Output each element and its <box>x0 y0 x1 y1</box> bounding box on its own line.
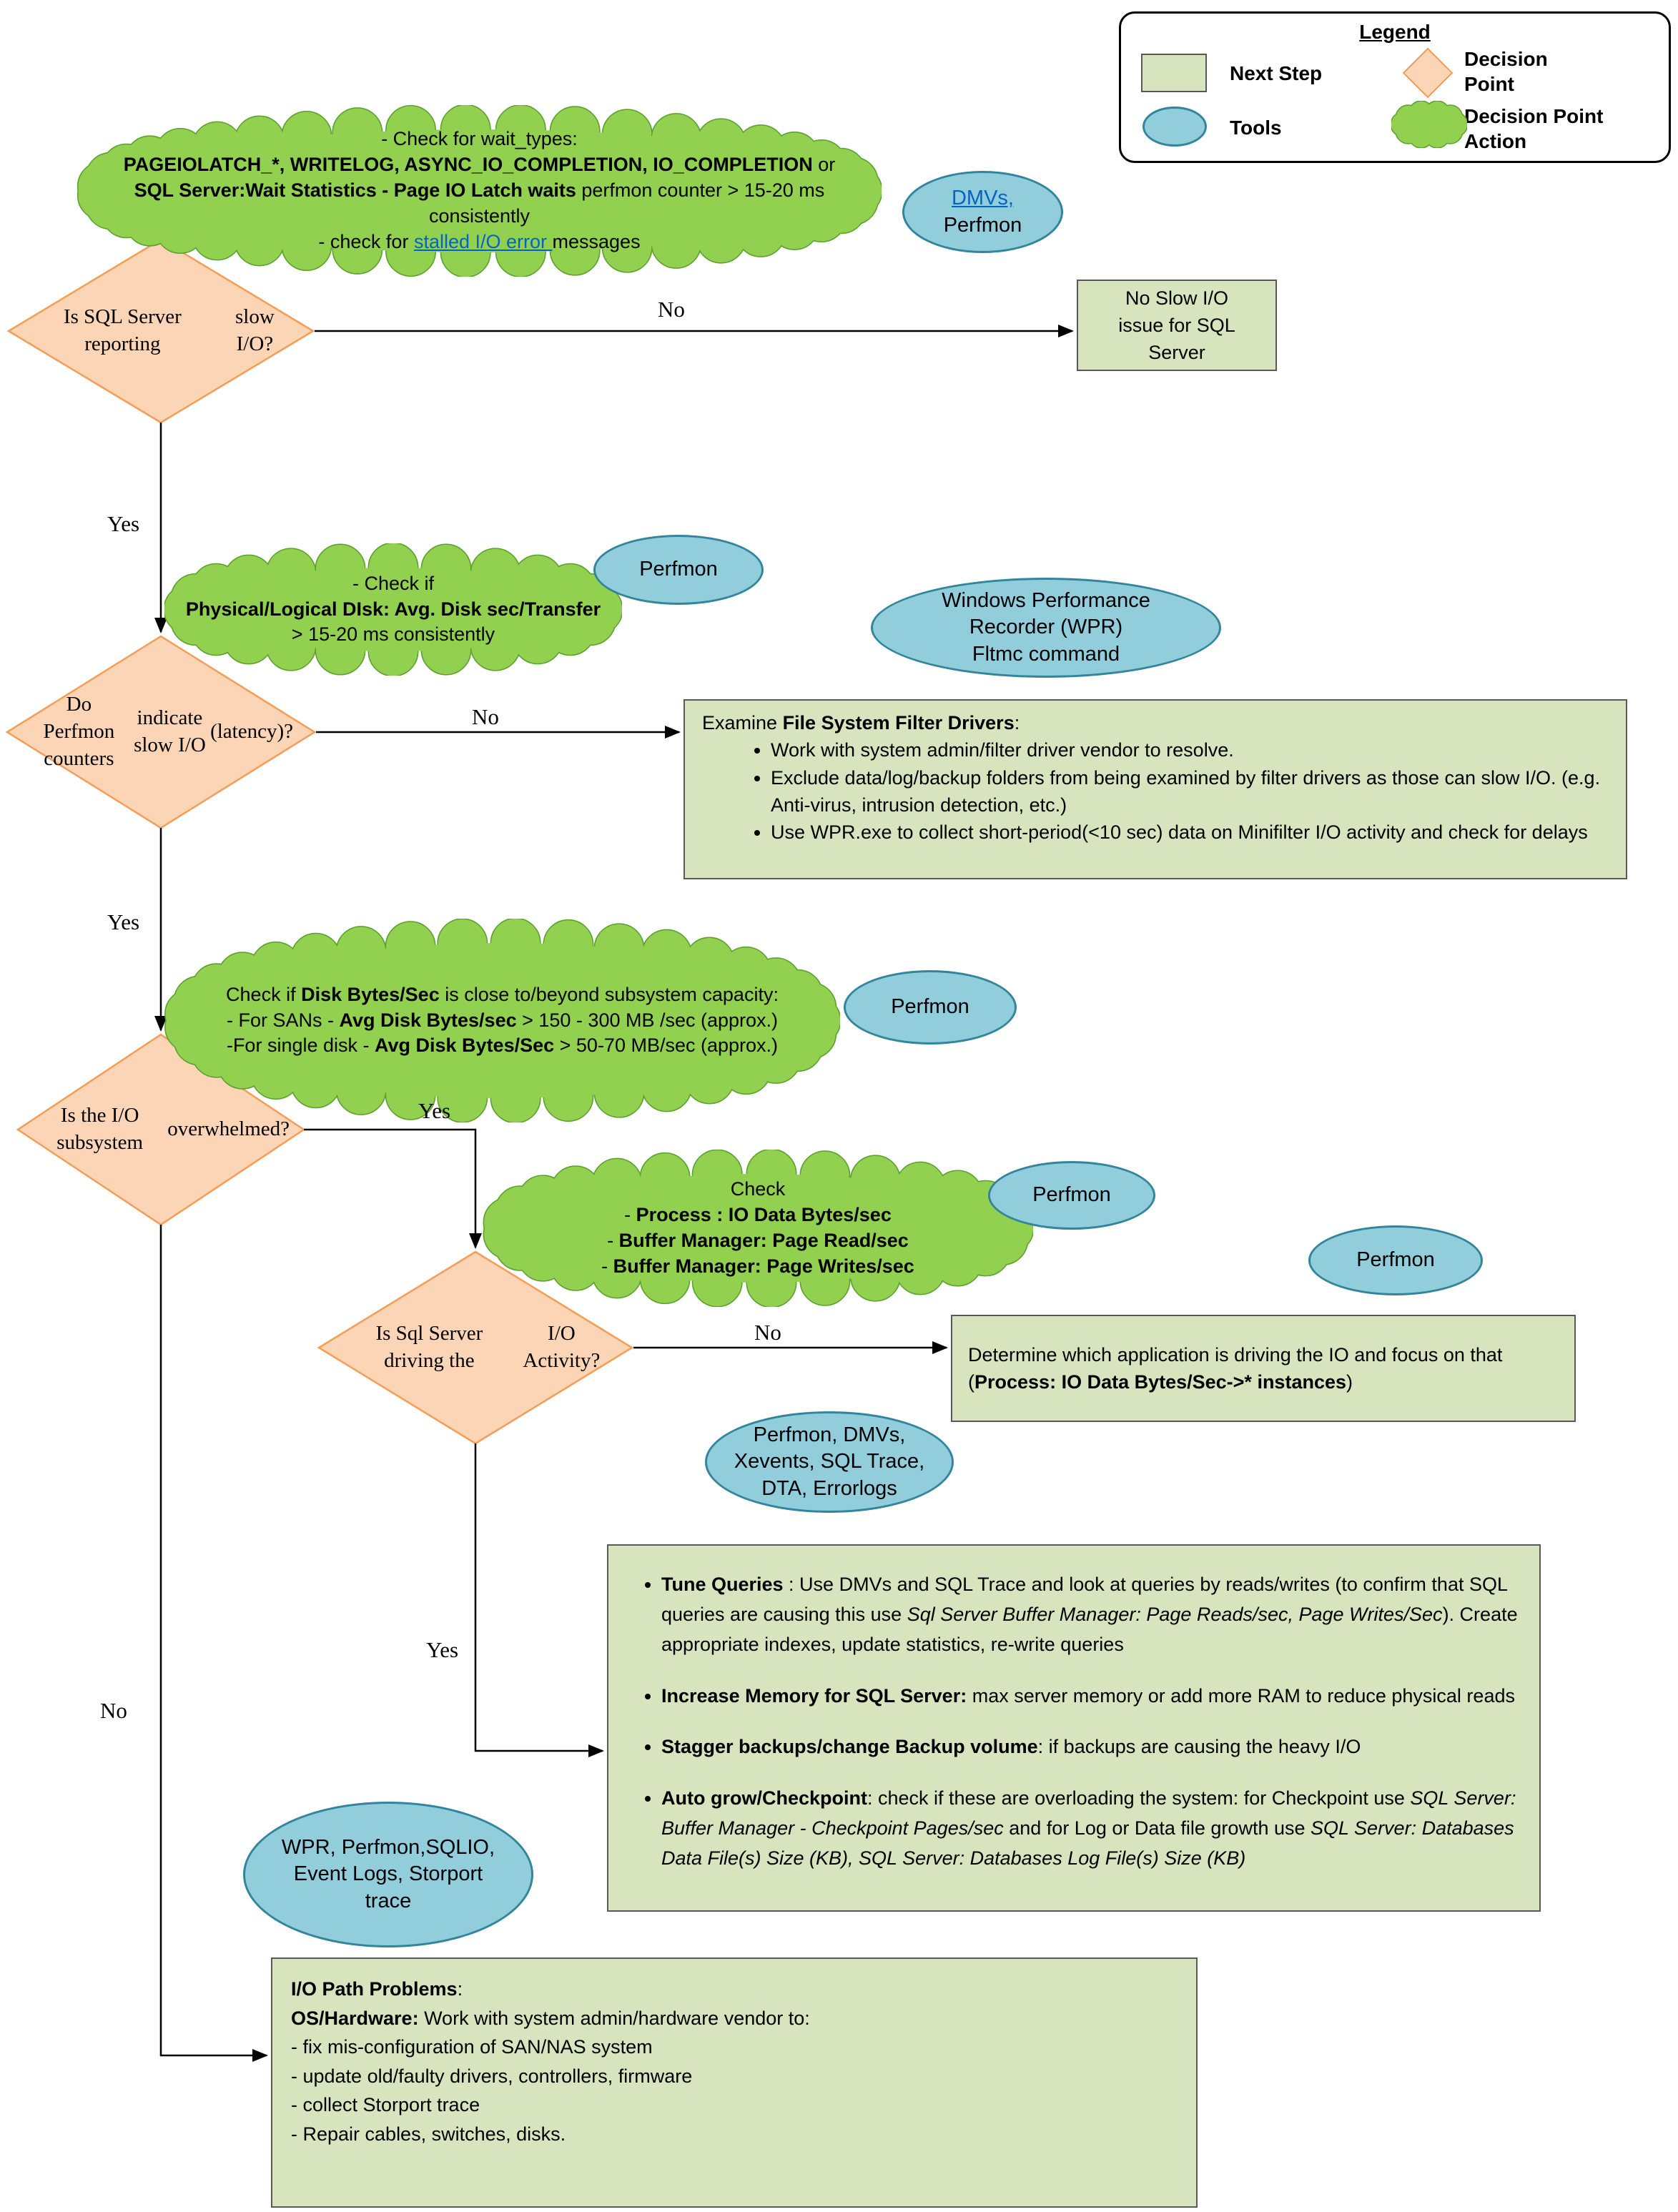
legend-decision-point-label: Decision Point <box>1464 48 1548 95</box>
edge-label-no-4: No <box>100 1698 127 1723</box>
step-tune-queries-item: Auto grow/Checkpoint: check if these are… <box>661 1784 1519 1874</box>
legend-decision-point-action-label: Decision Point Action <box>1464 105 1604 152</box>
tool-perfmon-dmvs-xevents-text: Perfmon, DMVs,Xevents, SQL Trace,DTA, Er… <box>734 1423 925 1500</box>
legend-tools-swatch <box>1142 107 1207 147</box>
edge-label-yes-1: Yes <box>107 511 140 536</box>
step-tune-queries-item: Increase Memory for SQL Server: max serv… <box>661 1682 1519 1712</box>
legend: Legend Next Step Decision Point Tools De… <box>1119 11 1671 163</box>
hyperlink[interactable]: DMVs, <box>951 187 1014 210</box>
action-cloud-process-check: Check- Process : IO Data Bytes/sec- Buff… <box>483 1150 1033 1307</box>
legend-next-step-swatch <box>1141 54 1207 92</box>
tool-perfmon-4-label: Perfmon <box>1356 1248 1435 1272</box>
legend-decision-point-swatch <box>1402 47 1454 99</box>
legend-title: Legend <box>1359 21 1431 43</box>
action-cloud-disk-bytes-text: Check if Disk Bytes/Sec is close to/beyo… <box>226 983 779 1057</box>
step-tune-queries: Tune Queries : Use DMVs and SQL Trace an… <box>607 1544 1541 1912</box>
edge-d3-no <box>159 1225 268 2062</box>
edge-label-no-1: No <box>658 297 685 322</box>
edge-label-no-3: No <box>754 1320 781 1345</box>
edge-label-yes-4: Yes <box>426 1637 459 1662</box>
edge-d3-yes <box>304 1128 482 1249</box>
step-filter-drivers: Examine File System Filter Drivers: Work… <box>683 699 1627 879</box>
tool-dmvs-perfmon: DMVs,Perfmon <box>902 171 1063 253</box>
hyperlink[interactable]: stalled I/O error <box>413 230 553 252</box>
tool-perfmon-3: Perfmon <box>988 1161 1155 1230</box>
cloud-shape <box>77 105 882 277</box>
tool-perfmon-3-label: Perfmon <box>1032 1183 1111 1207</box>
tool-perfmon-1: Perfmon <box>593 535 764 605</box>
cloud-shape <box>1391 101 1467 148</box>
edge-label-no-2: No <box>472 704 499 729</box>
step-determine-application: Determine which application is driving t… <box>951 1315 1576 1422</box>
tool-perfmon-2: Perfmon <box>844 970 1017 1045</box>
edge-label-yes-3: Yes <box>418 1098 451 1123</box>
step-filter-drivers-title: Examine File System Filter Drivers: <box>702 712 1020 734</box>
legend-tools-label: Tools <box>1230 117 1282 139</box>
edge-d4-yes <box>474 1443 604 1757</box>
tool-perfmon-1-label: Perfmon <box>639 558 718 581</box>
legend-decision-point-action-swatch <box>1391 101 1467 148</box>
step-filter-drivers-item: Exclude data/log/backup folders from bei… <box>771 764 1609 819</box>
step-io-path-problems-text: I/O Path Problems:OS/Hardware: Work with… <box>291 1978 810 2145</box>
action-cloud-wait-types-text: - Check for wait_types:PAGEIOLATCH_*, WR… <box>123 128 836 252</box>
tool-dmvs-perfmon-text: DMVs,Perfmon <box>943 187 1022 237</box>
step-filter-drivers-item: Use WPR.exe to collect short-period(<10 … <box>771 819 1609 846</box>
tool-perfmon-2-label: Perfmon <box>891 995 969 1019</box>
step-io-path-problems: I/O Path Problems:OS/Hardware: Work with… <box>271 1957 1198 2208</box>
step-filter-drivers-item: Work with system admin/filter driver ven… <box>771 736 1609 764</box>
step-tune-queries-item: Tune Queries : Use DMVs and SQL Trace an… <box>661 1570 1519 1660</box>
legend-next-step-label: Next Step <box>1230 62 1323 84</box>
edge-label-yes-2: Yes <box>107 909 140 934</box>
action-cloud-process-check-text: Check- Process : IO Data Bytes/sec- Buff… <box>601 1178 914 1277</box>
cloud-shape <box>164 543 622 676</box>
tool-perfmon-4: Perfmon <box>1308 1225 1483 1295</box>
tool-perfmon-dmvs-xevents: Perfmon, DMVs,Xevents, SQL Trace,DTA, Er… <box>705 1411 954 1513</box>
action-cloud-disk-bytes: Check if Disk Bytes/Sec is close to/beyo… <box>164 919 840 1122</box>
action-cloud-wait-types: - Check for wait_types:PAGEIOLATCH_*, WR… <box>77 105 882 277</box>
cloud-shape <box>164 919 840 1122</box>
step-determine-application-text: Determine which application is driving t… <box>968 1343 1503 1393</box>
step-tune-queries-item: Stagger backups/change Backup volume: if… <box>661 1732 1519 1762</box>
cloud-shape <box>483 1150 1033 1307</box>
